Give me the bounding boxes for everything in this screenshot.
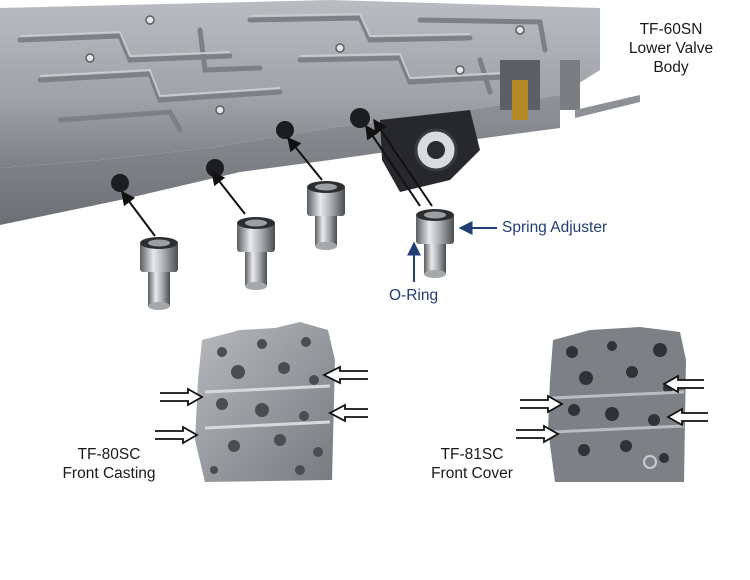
main-unit-label: TF-60SN Lower Valve Body xyxy=(618,20,724,77)
spring-adjuster-label: Spring Adjuster xyxy=(502,219,608,236)
front-cover-label-line1: TF-81SC xyxy=(440,446,504,463)
callout-arrows xyxy=(407,221,497,282)
front-casting-label: TF-80SC Front Casting xyxy=(50,445,168,483)
main-unit-label-line2: Lower Valve xyxy=(628,40,714,57)
front-casting-label-line2: Front Casting xyxy=(62,465,156,482)
main-unit-label-line3: Body xyxy=(653,59,689,76)
front-casting-label-line1: TF-80SC xyxy=(77,446,141,463)
lower-valve-body-image xyxy=(0,0,640,225)
main-unit-label-line1: TF-60SN xyxy=(639,21,703,38)
spring-adjuster-plug-2 xyxy=(237,217,275,290)
front-cover-image xyxy=(548,327,686,482)
spring-adjuster-plug-3 xyxy=(307,181,345,250)
front-cover-label: TF-81SC Front Cover xyxy=(418,445,526,483)
insertion-arrows xyxy=(121,118,433,237)
front-casting-image xyxy=(195,322,335,482)
front-casting-arrows xyxy=(155,365,368,445)
spring-adjuster-plug-1 xyxy=(140,237,178,310)
front-cover-arrows xyxy=(516,374,708,444)
o-ring-label: O-Ring xyxy=(389,287,439,304)
front-cover-label-line2: Front Cover xyxy=(431,465,513,482)
spring-adjuster-plug-4 xyxy=(416,209,454,278)
